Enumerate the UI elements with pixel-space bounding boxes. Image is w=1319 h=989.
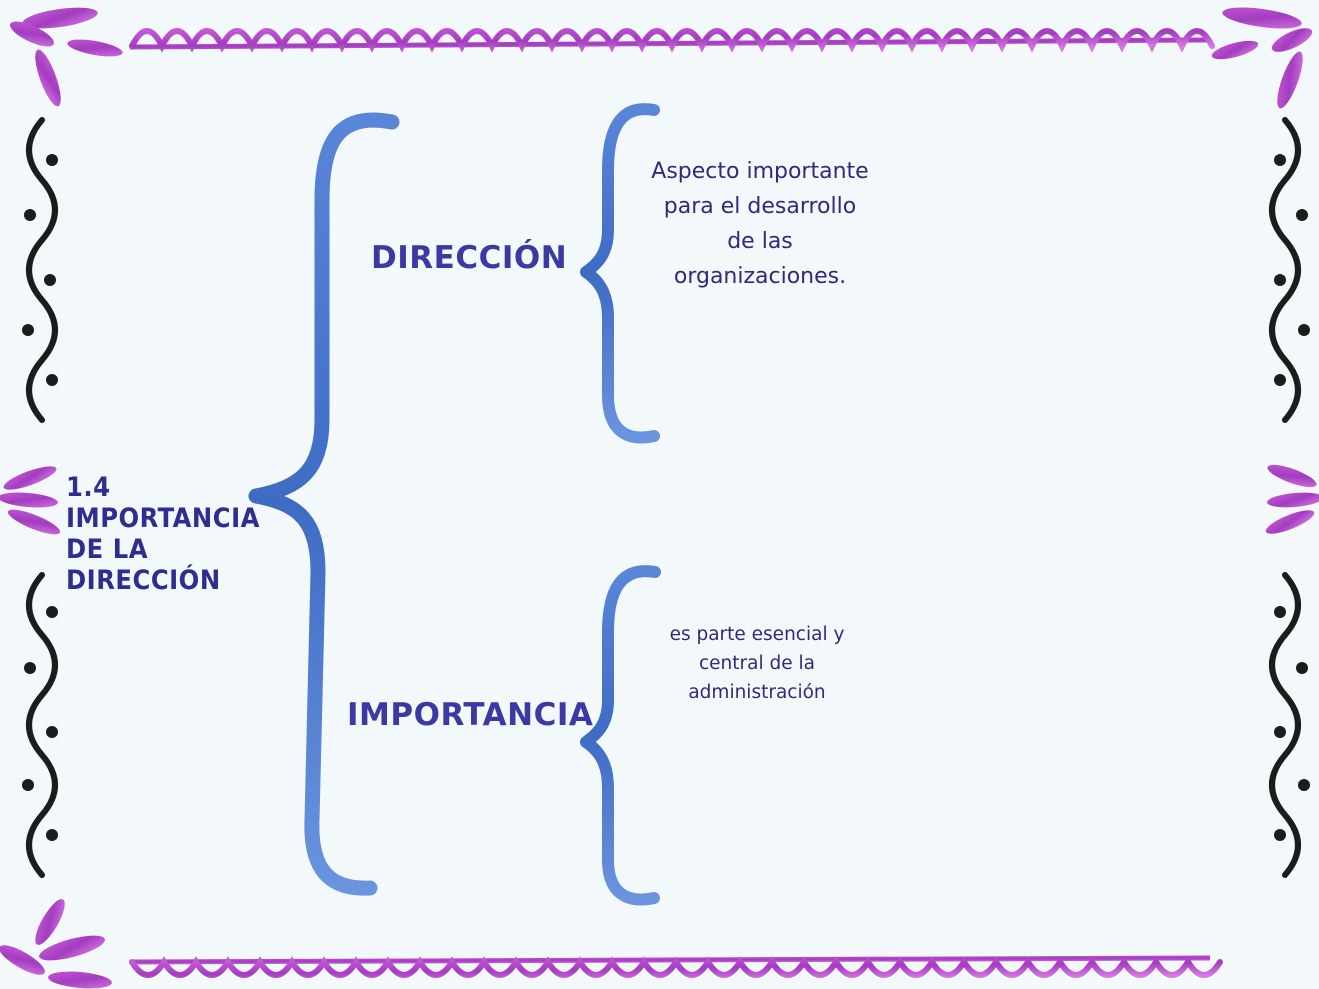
root-title-line-3: DIRECCIÓN: [66, 565, 221, 596]
branch-2-description: es parte esencial y central de la admini…: [669, 624, 845, 703]
right-dots-top: [1274, 154, 1310, 386]
side-petals-left: [0, 466, 61, 535]
right-dots-bottom: [1274, 606, 1310, 841]
branch-1-brace: [580, 103, 660, 444]
left-squiggle-top: [26, 117, 58, 423]
branch-1-description: Aspecto importante para el desarrollo de…: [651, 159, 869, 289]
right-squiggle-top: [1269, 117, 1301, 423]
root-title-line-2: DE LA: [66, 534, 148, 565]
bottom-scallop-border: [129, 955, 1223, 978]
corner-petals-bottom-left: [0, 899, 112, 989]
root-number: 1.4: [66, 472, 111, 503]
root-title-line-1: IMPORTANCIA: [66, 503, 260, 534]
left-squiggle-bottom: [26, 572, 58, 878]
branch-label-importancia: IMPORTANCIA: [347, 697, 594, 733]
root-brace: [248, 112, 400, 896]
branch-label-direccion: DIRECCIÓN: [371, 240, 568, 276]
root-title: 1.4 IMPORTANCIA DE LA DIRECCIÓN: [66, 472, 260, 596]
corner-petals-top-left: [9, 7, 123, 107]
side-petals-right: [1265, 464, 1319, 534]
top-scallop-border: [129, 28, 1215, 53]
corner-petals-top-right: [1211, 7, 1313, 109]
right-squiggle-bottom: [1269, 572, 1301, 878]
left-dots-top: [22, 154, 58, 386]
left-dots-bottom: [22, 606, 58, 841]
branch-2-brace: [580, 565, 661, 906]
